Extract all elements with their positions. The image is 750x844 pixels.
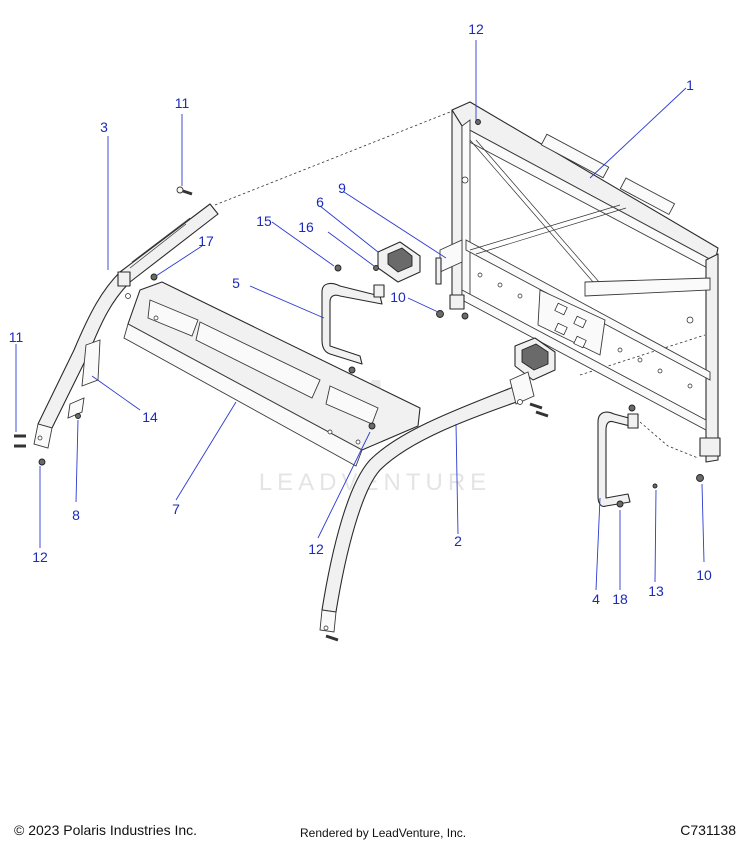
callout-9: 9 <box>338 180 346 196</box>
callout-13: 13 <box>648 583 664 599</box>
panel-part-7 <box>123 281 421 467</box>
callout-14: 14 <box>142 409 158 425</box>
rendered-by-text: Rendered by LeadVenture, Inc. <box>300 826 467 840</box>
callout-10-upper: 10 <box>390 289 406 305</box>
figure-id: C731138 <box>680 822 736 838</box>
left-roll-tube-part-3 <box>33 203 219 449</box>
callout-5: 5 <box>232 275 240 291</box>
callout-10-right: 10 <box>696 567 712 583</box>
screw-16 <box>373 265 379 271</box>
nut-10-upper-2 <box>461 312 469 320</box>
grab-handle-part-4 <box>597 411 639 507</box>
callout-3: 3 <box>100 119 108 135</box>
nut-10-right <box>696 474 704 482</box>
callout-4: 4 <box>592 591 600 607</box>
callout-18: 18 <box>612 591 628 607</box>
callout-17: 17 <box>198 233 214 249</box>
nut-12-left <box>38 458 46 466</box>
leader-lines <box>15 40 705 591</box>
callout-12-top: 12 <box>468 21 484 37</box>
callout-16: 16 <box>298 219 314 235</box>
callout-8: 8 <box>72 507 80 523</box>
callout-1: 1 <box>686 77 694 93</box>
bolt-11-upper <box>176 186 193 196</box>
nut-10-upper <box>436 310 444 318</box>
screw-13 <box>652 483 658 489</box>
hardware <box>14 119 704 642</box>
bolts-tube-2 <box>325 402 549 642</box>
right-roll-tube-part-2 <box>319 371 535 633</box>
callout-2: 2 <box>454 533 462 549</box>
rear-frame-part-1 <box>435 101 721 463</box>
callouts: 12 1 2 3 4 5 6 7 8 9 10 10 11 11 12 12 1… <box>9 21 712 607</box>
nut-12-center <box>368 422 376 430</box>
nut-17 <box>150 273 158 281</box>
callout-7: 7 <box>172 501 180 517</box>
light-bracket-part-6 <box>377 241 421 283</box>
callout-6: 6 <box>316 194 324 210</box>
screw-8 <box>75 413 81 419</box>
callout-12-center: 12 <box>308 541 324 557</box>
light-housing <box>514 337 556 381</box>
callout-11-left: 11 <box>9 329 24 345</box>
nut-handle-5 <box>348 366 356 374</box>
nut-15 <box>334 264 342 272</box>
grab-handle-part-5 <box>321 282 385 365</box>
nut-4-upper <box>628 404 636 412</box>
copyright-text: © 2023 Polaris Industries Inc. <box>14 822 198 838</box>
callout-15: 15 <box>256 213 272 229</box>
callout-11-upper: 11 <box>175 95 190 111</box>
nut-18 <box>616 500 624 508</box>
screw-12-top <box>475 119 481 125</box>
callout-12-left: 12 <box>32 549 48 565</box>
bolt-11-left <box>14 434 26 448</box>
clamp-part-14 <box>67 339 101 419</box>
